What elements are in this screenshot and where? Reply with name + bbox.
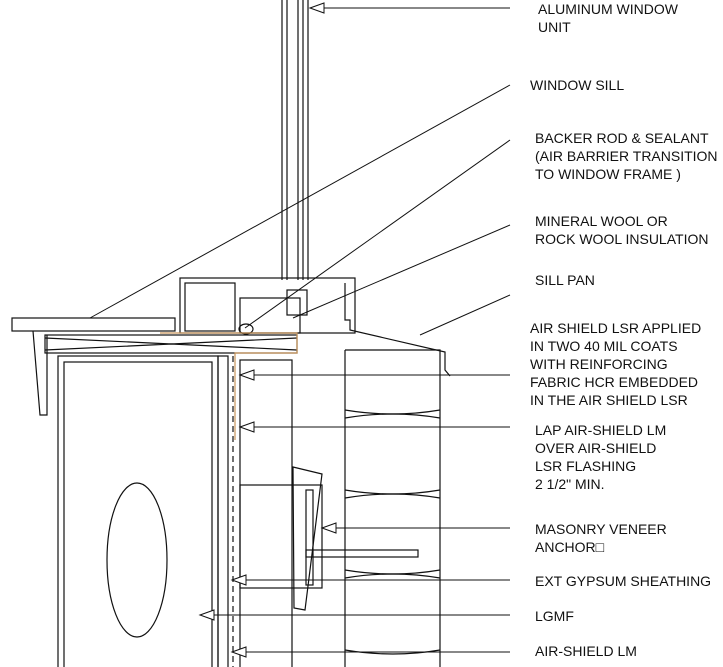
lgmf-stud	[57, 355, 234, 667]
label-line: EXT GYPSUM SHEATHING	[535, 573, 712, 589]
label-line: AIR-SHIELD LM	[535, 643, 637, 659]
label-sill-pan: SILL PAN	[535, 271, 595, 289]
label-line: 2 1/2" MIN.	[535, 476, 605, 492]
label-line: MASONRY VENEER	[535, 521, 667, 537]
label-lgmf: LGMF	[535, 607, 574, 625]
label-line: LAP AIR-SHIELD LM	[535, 422, 667, 438]
label-line: WINDOW SILL	[530, 77, 625, 93]
label-line: ALUMINUM WINDOW	[538, 1, 678, 17]
sill-blocking	[44, 332, 298, 440]
label-aluminum-window: ALUMINUM WINDOW UNIT	[538, 0, 678, 36]
window-unit	[179, 0, 451, 377]
label-ext-gypsum: EXT GYPSUM SHEATHING	[535, 572, 711, 590]
leader-lines	[89, 2, 511, 658]
label-air-shield-lsr: AIR SHIELD LSR APPLIED IN TWO 40 MIL COAT…	[530, 319, 701, 409]
label-line: LGMF	[535, 608, 574, 624]
label-line: AIR SHIELD LSR APPLIED	[530, 320, 702, 336]
label-line: ROCK WOOL INSULATION	[535, 231, 709, 247]
label-air-shield-lm: AIR-SHIELD LM	[535, 642, 637, 660]
label-line: (AIR BARRIER TRANSITION	[535, 148, 718, 164]
label-line: LSR FLASHING	[535, 458, 637, 474]
masonry-veneer	[344, 349, 441, 667]
label-line: MINERAL WOOL OR	[535, 213, 668, 229]
label-line: IN TWO 40 MIL COATS	[530, 338, 678, 354]
label-line: OVER AIR-SHIELD	[535, 440, 657, 456]
label-line: FABRIC HCR EMBEDDED	[530, 374, 699, 390]
label-window-sill: WINDOW SILL	[530, 76, 624, 94]
label-line: IN THE AIR SHIELD LSR	[530, 392, 688, 408]
label-line: SILL PAN	[535, 272, 595, 288]
label-line: WITH REINFORCING	[530, 356, 668, 372]
window-sill	[11, 317, 176, 416]
label-backer-rod: BACKER ROD & SEALANT (AIR BARRIER TRANSIT…	[535, 129, 718, 183]
sheathing	[239, 359, 419, 667]
label-line: TO WINDOW FRAME )	[535, 166, 681, 182]
label-line: UNIT	[538, 19, 571, 35]
label-line: BACKER ROD & SEALANT	[535, 130, 709, 146]
label-mineral-wool: MINERAL WOOL OR ROCK WOOL INSULATION	[535, 212, 708, 248]
label-masonry-anchor: MASONRY VENEER ANCHOR□	[535, 520, 667, 556]
label-lap-air-shield: LAP AIR-SHIELD LM OVER AIR-SHIELD LSR FLAS…	[535, 421, 666, 493]
label-line: ANCHOR□	[535, 539, 605, 555]
